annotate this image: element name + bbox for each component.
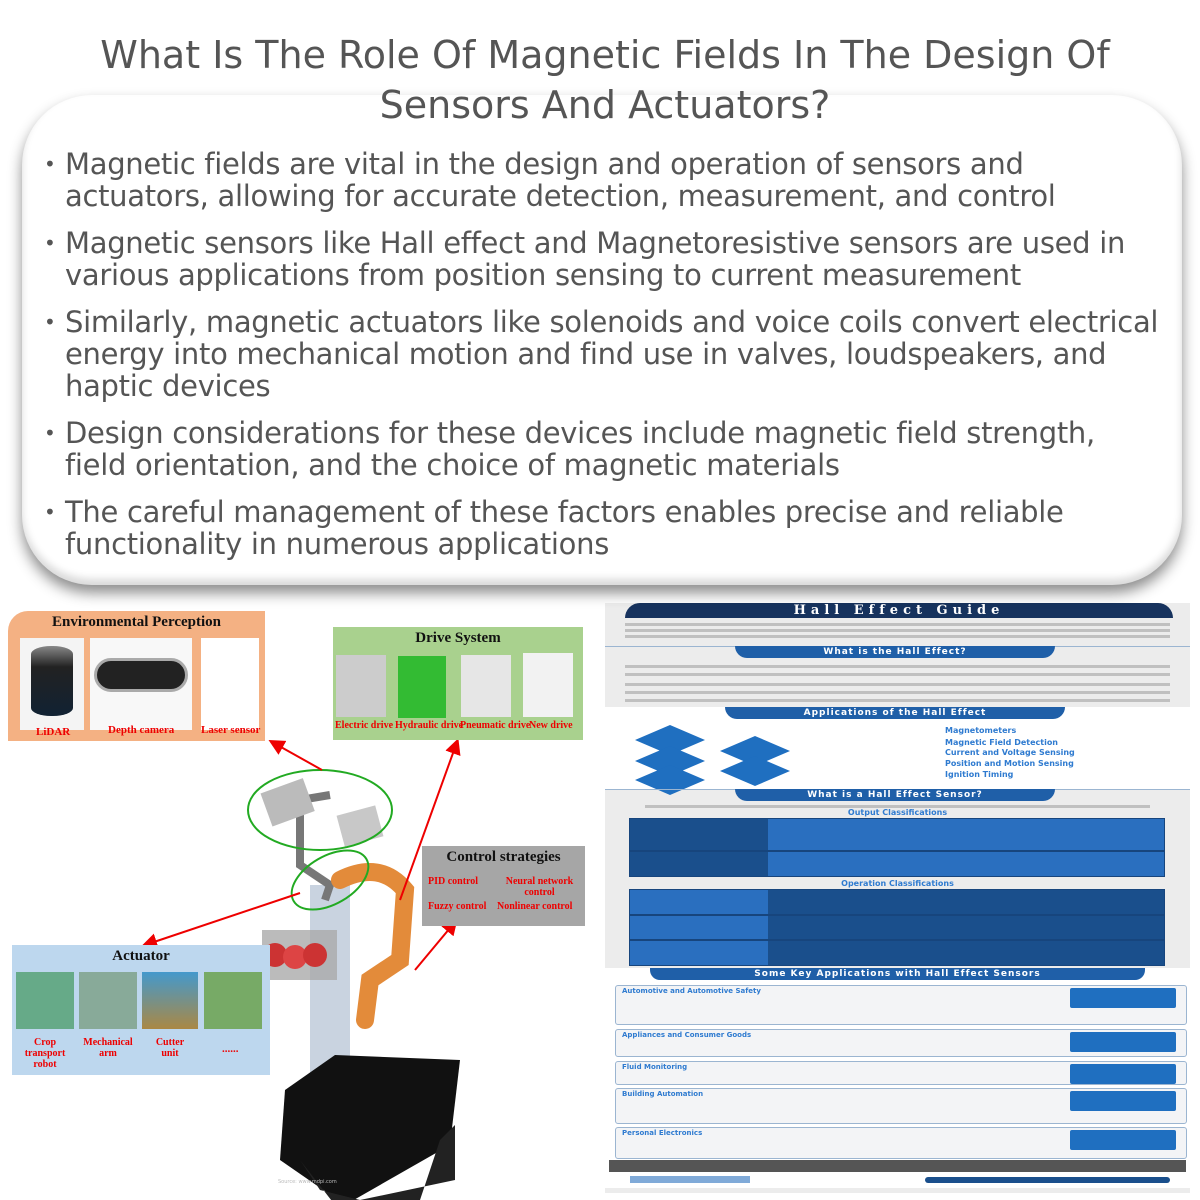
- key-app-card: Appliances and Consumer Goods: [615, 1029, 1187, 1057]
- actuator-item: Mechanical arm: [83, 1037, 133, 1059]
- section-subheading: Operation Classifications: [841, 879, 954, 888]
- infographic-title: Hall Effect Guide: [625, 603, 1173, 618]
- application-item: Current and Voltage Sensing: [945, 748, 1075, 757]
- actuator-item: ......: [222, 1043, 239, 1055]
- hydraulic-drive-label: Hydraulic drive: [395, 720, 464, 731]
- electric-drive-image: [336, 655, 386, 717]
- bullet-item: Design considerations for these devices …: [44, 417, 1164, 481]
- brand-logo: [630, 1176, 750, 1183]
- bullet-item: Magnetic fields are vital in the design …: [44, 148, 1164, 212]
- hydraulic-drive-image: [398, 656, 446, 718]
- key-app-card: Fluid Monitoring: [615, 1061, 1187, 1085]
- key-app-title: Appliances and Consumer Goods: [622, 1031, 752, 1039]
- application-item: Ignition Timing: [945, 770, 1014, 779]
- depth-camera-label: Depth camera: [108, 724, 175, 736]
- operation-class-row: [629, 889, 1165, 915]
- actuator-title: Actuator: [112, 948, 170, 964]
- application-item: Position and Motion Sensing: [945, 759, 1074, 768]
- bullet-list: Magnetic fields are vital in the design …: [44, 148, 1164, 575]
- lidar-label: LiDAR: [36, 726, 71, 738]
- output-class-row: [629, 818, 1165, 851]
- env-title: Environmental Perception: [51, 614, 222, 630]
- laser-sensor-label: Laser sensor: [201, 724, 261, 736]
- mechanical-arm-image: [79, 972, 137, 1029]
- bullet-item: Magnetic sensors like Hall effect and Ma…: [44, 227, 1164, 291]
- electronics-icon: [1070, 1130, 1176, 1150]
- drive-system-box: Drive System Electric drive Hydraulic dr…: [333, 627, 583, 740]
- application-item: Magnetic Field Detection: [945, 738, 1059, 747]
- cutter-unit-image: [142, 972, 198, 1029]
- robot-illustration: [141, 738, 461, 1200]
- control-item: PID control: [428, 876, 479, 887]
- key-app-title: Automotive and Automotive Safety: [622, 987, 761, 995]
- building-icon: [1070, 1091, 1176, 1111]
- drive-title: Drive System: [415, 630, 501, 646]
- more-image: [204, 972, 262, 1029]
- actuator-box: Actuator Crop transport robot Mechanical…: [12, 945, 270, 1075]
- automotive-icon: [1070, 988, 1176, 1008]
- page-title: What Is The Role Of Magnetic Fields In T…: [100, 33, 1110, 127]
- electric-drive-label: Electric drive: [335, 720, 394, 731]
- lidar-image: [20, 638, 84, 730]
- operation-class-row: [629, 915, 1165, 940]
- section-subheading: Output Classifications: [847, 808, 948, 817]
- fluid-icon: [1070, 1064, 1176, 1084]
- control-title: Control strategies: [446, 849, 561, 865]
- actuator-item: Crop transport robot: [24, 1037, 66, 1070]
- website-pill: [925, 1177, 1170, 1183]
- application-item: Magnetometers: [945, 726, 1017, 735]
- laser-sensor-image: [201, 638, 259, 730]
- output-class-row: [629, 851, 1165, 877]
- section-heading: Some Key Applications with Hall Effect S…: [650, 968, 1145, 980]
- control-item: Neural network control: [505, 876, 574, 898]
- key-app-card: Personal Electronics: [615, 1127, 1187, 1159]
- source-credit: Source: www.mdpi.com: [278, 1179, 337, 1185]
- key-app-title: Building Automation: [622, 1090, 704, 1098]
- pneumatic-drive-label: Pneumatic drive: [460, 720, 531, 731]
- pneumatic-drive-image: [461, 655, 511, 717]
- key-app-title: Fluid Monitoring: [622, 1063, 688, 1071]
- hall-effect-infographic: Hall Effect Guide What is the Hall Effec…: [605, 603, 1190, 1193]
- depth-camera-image: [90, 638, 192, 730]
- key-app-card: Building Automation: [615, 1088, 1187, 1124]
- control-item: Fuzzy control: [428, 901, 487, 912]
- new-drive-label: New drive: [529, 720, 573, 731]
- bullet-item: Similarly, magnetic actuators like solen…: [44, 306, 1164, 402]
- section-heading: Applications of the Hall Effect: [725, 707, 1065, 719]
- section-heading: What is a Hall Effect Sensor?: [735, 789, 1055, 801]
- key-app-card: Automotive and Automotive Safety: [615, 985, 1187, 1025]
- bullet-item: The careful management of these factors …: [44, 496, 1164, 560]
- applications-panel: [605, 707, 1190, 789]
- new-drive-image: [523, 653, 573, 717]
- crop-transport-image: [16, 972, 74, 1029]
- environmental-perception-box: Environmental Perception LiDAR Depth cam…: [8, 611, 265, 741]
- appliance-icon: [1070, 1032, 1176, 1052]
- section-heading: What is the Hall Effect?: [735, 646, 1055, 658]
- control-item: Nonlinear control: [497, 901, 573, 912]
- operation-class-row: [629, 940, 1165, 966]
- footer-band: [609, 1160, 1186, 1172]
- control-strategies-box: Control strategies PID control Neural ne…: [422, 846, 585, 926]
- key-app-title: Personal Electronics: [622, 1129, 703, 1137]
- actuator-item: Cutter unit: [155, 1037, 185, 1059]
